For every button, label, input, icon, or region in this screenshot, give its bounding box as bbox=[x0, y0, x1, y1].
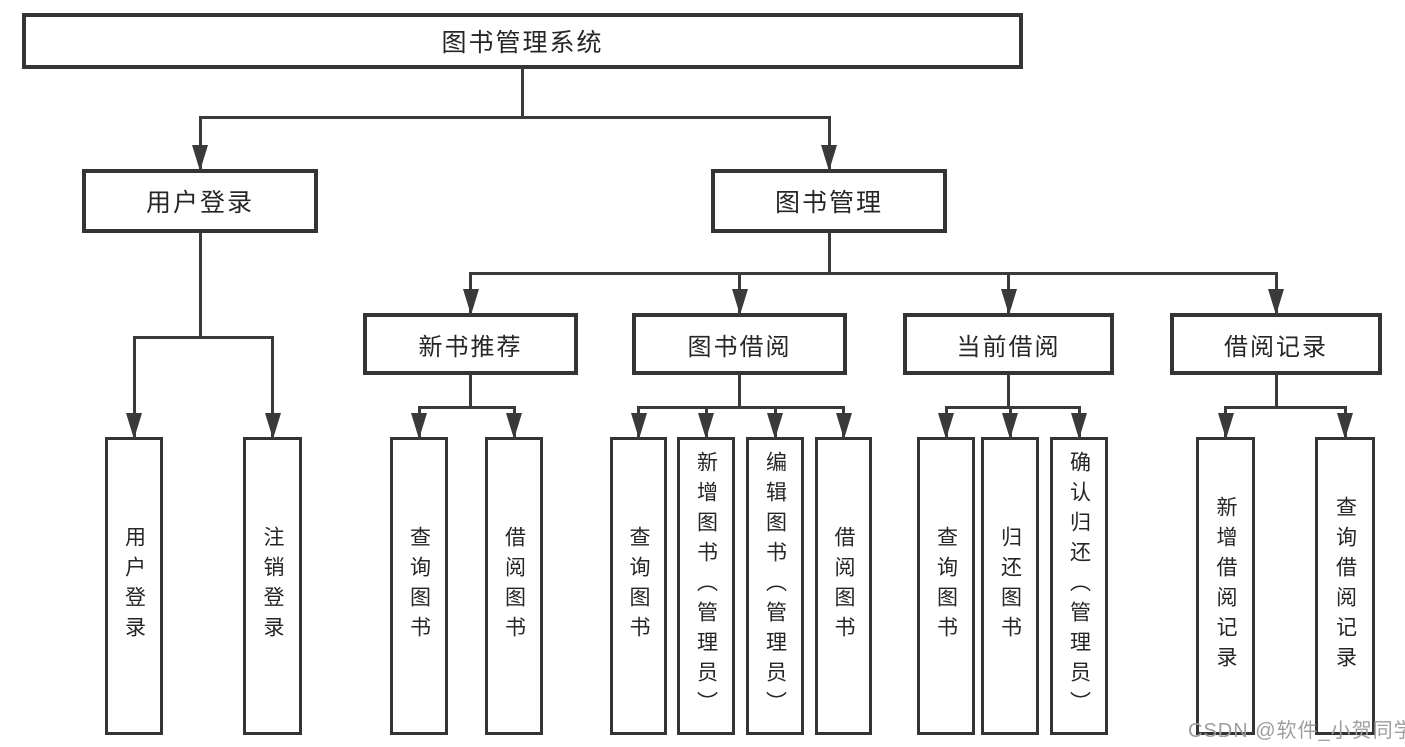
arrow-down-icon bbox=[1002, 413, 1018, 439]
node-current-borrow: 当前借阅 bbox=[903, 313, 1114, 375]
node-label: 借阅记录 bbox=[1224, 333, 1328, 361]
connector-line bbox=[637, 405, 845, 409]
node-borrow-records: 借阅记录 bbox=[1170, 313, 1382, 375]
connector-line bbox=[132, 335, 136, 439]
arrow-down-icon bbox=[1217, 413, 1234, 439]
arrow-down-icon bbox=[1071, 413, 1087, 439]
node-label: 确认归还（管理员） bbox=[1067, 451, 1091, 721]
node-label: 借阅图书 bbox=[502, 526, 526, 646]
connector-line bbox=[827, 231, 831, 275]
node-leaf-br-add: 新增借阅记录 bbox=[1196, 437, 1255, 735]
connector-line bbox=[827, 115, 831, 171]
node-label: 查询图书 bbox=[934, 526, 958, 646]
connector-line bbox=[132, 335, 274, 339]
node-root: 图书管理系统 bbox=[22, 13, 1023, 69]
connector-line bbox=[521, 67, 524, 119]
node-label: 新增图书（管理员） bbox=[694, 451, 718, 721]
connector-line bbox=[198, 115, 202, 171]
connector-line bbox=[944, 405, 1081, 409]
node-leaf-bb-borrow: 借阅图书 bbox=[815, 437, 872, 735]
connector-line bbox=[469, 373, 472, 409]
node-label: 编辑图书（管理员） bbox=[763, 451, 787, 721]
node-label: 图书管理系统 bbox=[441, 29, 604, 57]
node-leaf-nbr-query: 查询图书 bbox=[390, 437, 448, 735]
node-label: 新书推荐 bbox=[418, 333, 523, 361]
watermark: CSDN @软件_小贺同学 bbox=[1188, 720, 1405, 742]
arrow-down-icon bbox=[126, 413, 142, 439]
node-new-book-rec: 新书推荐 bbox=[363, 313, 578, 375]
arrow-down-icon bbox=[630, 413, 647, 439]
node-label: 图书管理 bbox=[774, 189, 883, 217]
node-leaf-cb-return: 归还图书 bbox=[981, 437, 1039, 735]
node-leaf-cb-confirm: 确认归还（管理员） bbox=[1050, 437, 1108, 735]
connector-line bbox=[1007, 373, 1010, 409]
node-leaf-logout: 注销登录 bbox=[243, 437, 302, 735]
arrow-down-icon bbox=[462, 289, 479, 315]
node-leaf-bb-edit: 编辑图书（管理员） bbox=[746, 437, 804, 735]
connector-line bbox=[271, 335, 274, 439]
arrow-down-icon bbox=[192, 145, 208, 171]
node-label: 归还图书 bbox=[998, 526, 1022, 646]
node-leaf-user-login: 用户登录 bbox=[105, 437, 163, 735]
connector-line bbox=[469, 271, 1278, 275]
arrow-down-icon bbox=[698, 413, 714, 439]
arrow-down-icon bbox=[767, 413, 783, 439]
node-book-borrow: 图书借阅 bbox=[632, 313, 847, 375]
node-label: 用户登录 bbox=[122, 526, 146, 646]
arrow-down-icon bbox=[411, 413, 427, 439]
node-leaf-bb-query: 查询图书 bbox=[610, 437, 667, 735]
node-book-mgmt: 图书管理 bbox=[711, 169, 947, 233]
node-label: 注销登录 bbox=[261, 526, 284, 646]
node-user-login: 用户登录 bbox=[82, 169, 318, 233]
connector-line bbox=[417, 405, 516, 409]
node-leaf-cb-query: 查询图书 bbox=[917, 437, 975, 735]
node-label: 图书借阅 bbox=[687, 333, 792, 361]
node-leaf-bb-add: 新增图书（管理员） bbox=[677, 437, 735, 735]
node-label: 当前借阅 bbox=[956, 333, 1061, 361]
node-label: 查询借阅记录 bbox=[1333, 496, 1357, 676]
node-label: 查询图书 bbox=[407, 526, 431, 646]
node-label: 用户登录 bbox=[145, 189, 254, 217]
arrow-down-icon bbox=[821, 145, 837, 171]
node-leaf-br-query: 查询借阅记录 bbox=[1315, 437, 1375, 735]
arrow-down-icon bbox=[1000, 289, 1017, 315]
arrow-down-icon bbox=[1337, 413, 1353, 439]
node-leaf-nbr-borrow: 借阅图书 bbox=[485, 437, 543, 735]
connector-line bbox=[738, 373, 741, 409]
connector-line bbox=[198, 231, 202, 339]
arrow-down-icon bbox=[938, 413, 954, 439]
node-label: 查询图书 bbox=[627, 526, 650, 646]
arrow-down-icon bbox=[731, 289, 748, 315]
node-label: 新增借阅记录 bbox=[1214, 496, 1237, 676]
connector-line bbox=[198, 115, 831, 119]
connector-line bbox=[1224, 405, 1347, 409]
arrow-down-icon bbox=[835, 413, 852, 439]
arrow-down-icon bbox=[506, 413, 522, 439]
arrow-down-icon bbox=[1268, 289, 1284, 315]
arrow-down-icon bbox=[264, 413, 281, 439]
connector-line bbox=[1274, 373, 1278, 409]
node-label: 借阅图书 bbox=[832, 526, 855, 646]
